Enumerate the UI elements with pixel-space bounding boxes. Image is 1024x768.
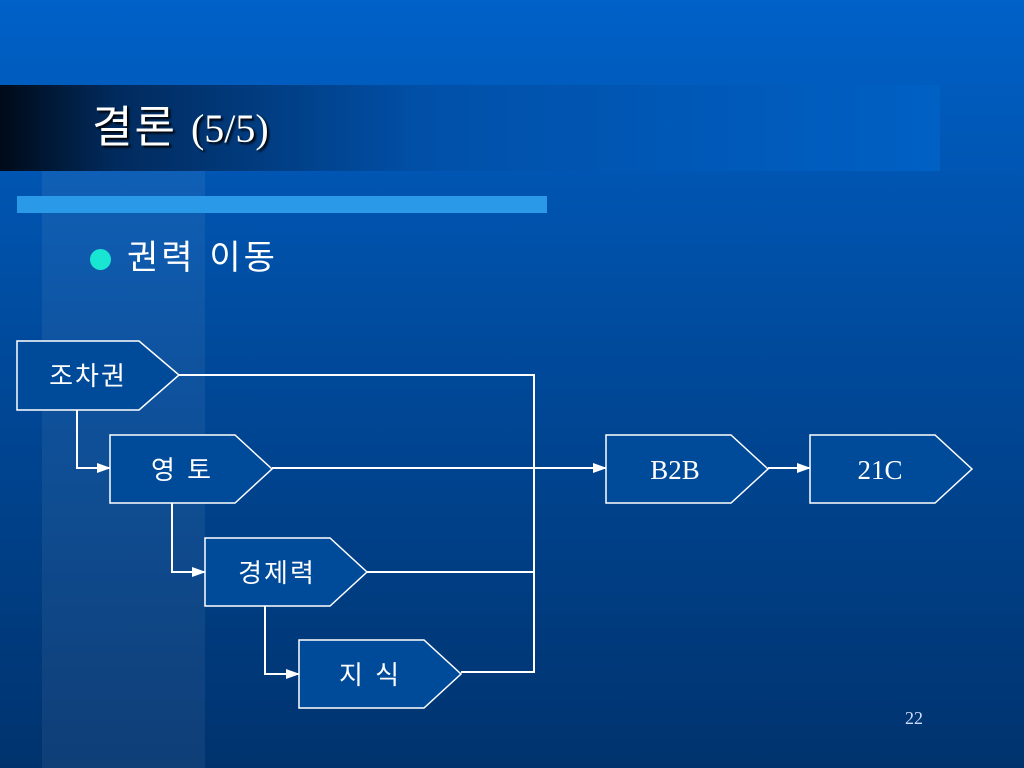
edge-yeongto-gyeongjeryeok	[171, 503, 206, 577]
node-b2b-label: B2B	[650, 455, 700, 485]
edge-gyeongjeryeok-jisik	[264, 606, 300, 679]
title-bar	[0, 85, 940, 171]
page-number: 22	[905, 708, 923, 728]
node-21c-shape	[809, 434, 974, 504]
node-yeongto-shape	[109, 434, 274, 504]
node-jisik-label: 지 식	[339, 661, 401, 691]
slide-title-text: 결론	[92, 102, 177, 153]
edge-jochagwon-b2b	[179, 374, 535, 467]
slide-title-suffix: (5/5)	[190, 106, 269, 151]
node-jochagwon-shape	[16, 340, 181, 411]
node-jisik-shape	[298, 639, 463, 709]
node-21c-label: 21C	[857, 455, 902, 485]
node-jochagwon-label: 조차권	[49, 362, 127, 392]
edge-jisik-b2b	[461, 572, 535, 673]
accent-bar	[17, 196, 547, 213]
bullet-dot-icon	[90, 249, 111, 270]
slide-title: 결론 (5/5)	[92, 88, 269, 168]
edge-jochagwon-yeongto	[76, 410, 111, 473]
bullet-text: 권력 이동	[127, 238, 278, 278]
node-b2b-shape	[605, 434, 770, 504]
node-gyeongjeryeok-label: 경제력	[238, 559, 316, 589]
node-gyeongjeryeok-shape	[204, 537, 369, 607]
edge-gyeongjeryeok-b2b	[367, 467, 535, 573]
node-yeongto-label: 영 토	[151, 456, 213, 486]
